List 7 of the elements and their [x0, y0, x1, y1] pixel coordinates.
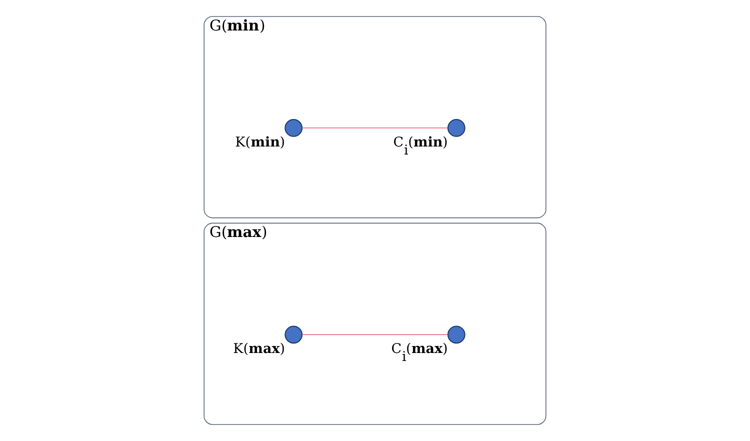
connector	[302, 334, 448, 335]
node-circle	[284, 326, 303, 344]
node-label: K(min)	[235, 134, 286, 151]
node-circle	[447, 119, 466, 137]
node-label: K(max)	[233, 341, 286, 358]
node-circle	[284, 119, 303, 137]
node-circle	[447, 326, 466, 344]
